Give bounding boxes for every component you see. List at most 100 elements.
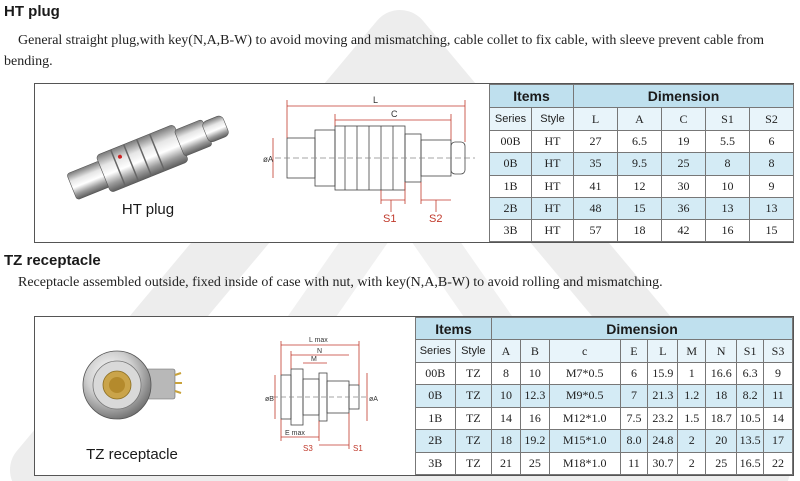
tz-photo-label: TZ receptacle [86,446,178,463]
ht-column-header-row: Series Style L A C S1 S2 [489,107,795,132]
table-cell: TZ [454,384,493,408]
tz-photo-cell: TZ receptacle [35,317,230,475]
tz-col-S3: S3 [763,339,793,363]
table-cell: 1B [415,406,456,431]
table-cell: 36 [661,196,707,220]
tz-dim-S3-label: S3 [303,444,313,453]
table-cell: 8.0 [619,429,649,453]
table-cell: 00B [489,130,532,154]
table-cell: 18.7 [705,406,738,431]
table-cell: 16 [705,218,751,243]
table-cell: 23.2 [647,406,679,431]
ht-spec-panel: HT plug [34,83,795,243]
table-cell: 10.5 [736,406,764,431]
table-cell: 19.2 [519,429,550,453]
tz-dim-N-label: N [317,348,322,355]
table-cell: TZ [454,451,493,476]
table-cell: 6.3 [736,361,764,386]
table-cell: 24.8 [647,429,679,453]
tz-col-S1: S1 [736,339,764,363]
table-cell: HT [530,152,575,176]
table-cell: 1.2 [677,384,707,408]
tz-dimension-table: Items Dimension Series Style A B c E L M… [414,316,793,476]
table-cell: 25 [705,451,738,476]
table-cell: 30 [661,174,707,198]
tz-technical-drawing: L max N M øB øA E max S3 S1 [265,337,378,453]
ht-dim-S1-label: S1 [383,213,396,225]
ht-plug-photo-icon [67,115,229,200]
ht-col-S1: S1 [705,107,751,132]
table-cell: HT [530,218,575,243]
table-cell: 17 [763,429,793,453]
table-cell: 11 [763,384,793,408]
table-cell: 16.6 [705,361,738,386]
tz-description: Receptacle assembled outside, fixed insi… [18,275,663,290]
tz-col-series: Series [415,339,456,363]
table-cell: 21 [491,451,521,476]
table-cell: TZ [454,429,493,453]
table-cell: HT [530,196,575,220]
table-cell: M12*1.0 [548,406,621,431]
ht-col-series: Series [489,107,532,132]
table-cell: 41 [573,174,619,198]
ht-col-C: C [661,107,707,132]
table-cell: M9*0.5 [548,384,621,408]
ht-section-title: HT plug [4,3,60,20]
table-cell: HT [530,174,575,198]
table-cell: M7*0.5 [548,361,621,386]
tz-dim-B-label: øB [265,396,274,403]
table-cell: 35 [573,152,619,176]
table-cell: 16.5 [736,451,764,476]
table-cell: 9 [763,361,793,386]
ht-drawing-cell: L C øA S1 S2 [261,84,490,242]
tz-items-header: Items [414,316,493,341]
tz-dim-S1-label: S1 [353,444,363,453]
table-cell: 8 [491,361,521,386]
table-cell: 8 [705,152,751,176]
table-cell: 21.3 [647,384,679,408]
table-cell: 15.9 [647,361,679,386]
table-cell: 0B [415,384,456,408]
tz-col-c: c [548,339,621,363]
ht-col-style: Style [530,107,575,132]
table-cell: 13 [705,196,751,220]
table-cell: 19 [661,130,707,154]
tz-col-E: E [619,339,649,363]
table-cell: 9.5 [617,152,663,176]
ht-dimension-table: Items Dimension Series Style L A C S1 S2… [488,83,795,243]
table-cell: 8.2 [736,384,764,408]
table-cell: 14 [491,406,521,431]
table-cell: 6.5 [617,130,663,154]
table-cell: 3B [415,451,456,476]
ht-col-A: A [617,107,663,132]
tz-col-L: L [647,339,679,363]
tz-dim-Lmax-label: L max [309,337,328,344]
table-cell: 20 [705,429,738,453]
ht-dim-C-label: C [391,109,398,119]
ht-technical-drawing: L C øA S1 S2 [263,95,475,225]
table-cell: 11 [619,451,649,476]
tz-dim-A-label: øA [369,396,378,403]
table-cell: 0B [489,152,532,176]
table-cell: 6 [749,130,795,154]
table-cell: 57 [573,218,619,243]
tz-dimension-header: Dimension [491,316,793,341]
table-cell: 2B [489,196,532,220]
table-cell: HT [530,130,575,154]
table-cell: 7 [619,384,649,408]
table-cell: 15 [617,196,663,220]
table-cell: 1 [677,361,707,386]
table-cell: 27 [573,130,619,154]
ht-col-S2: S2 [749,107,795,132]
table-cell: 16 [519,406,550,431]
table-cell: 13.5 [736,429,764,453]
ht-dim-S2-label: S2 [429,213,442,225]
ht-photo-cell: HT plug [35,84,262,242]
ht-dimension-header: Dimension [573,83,795,109]
